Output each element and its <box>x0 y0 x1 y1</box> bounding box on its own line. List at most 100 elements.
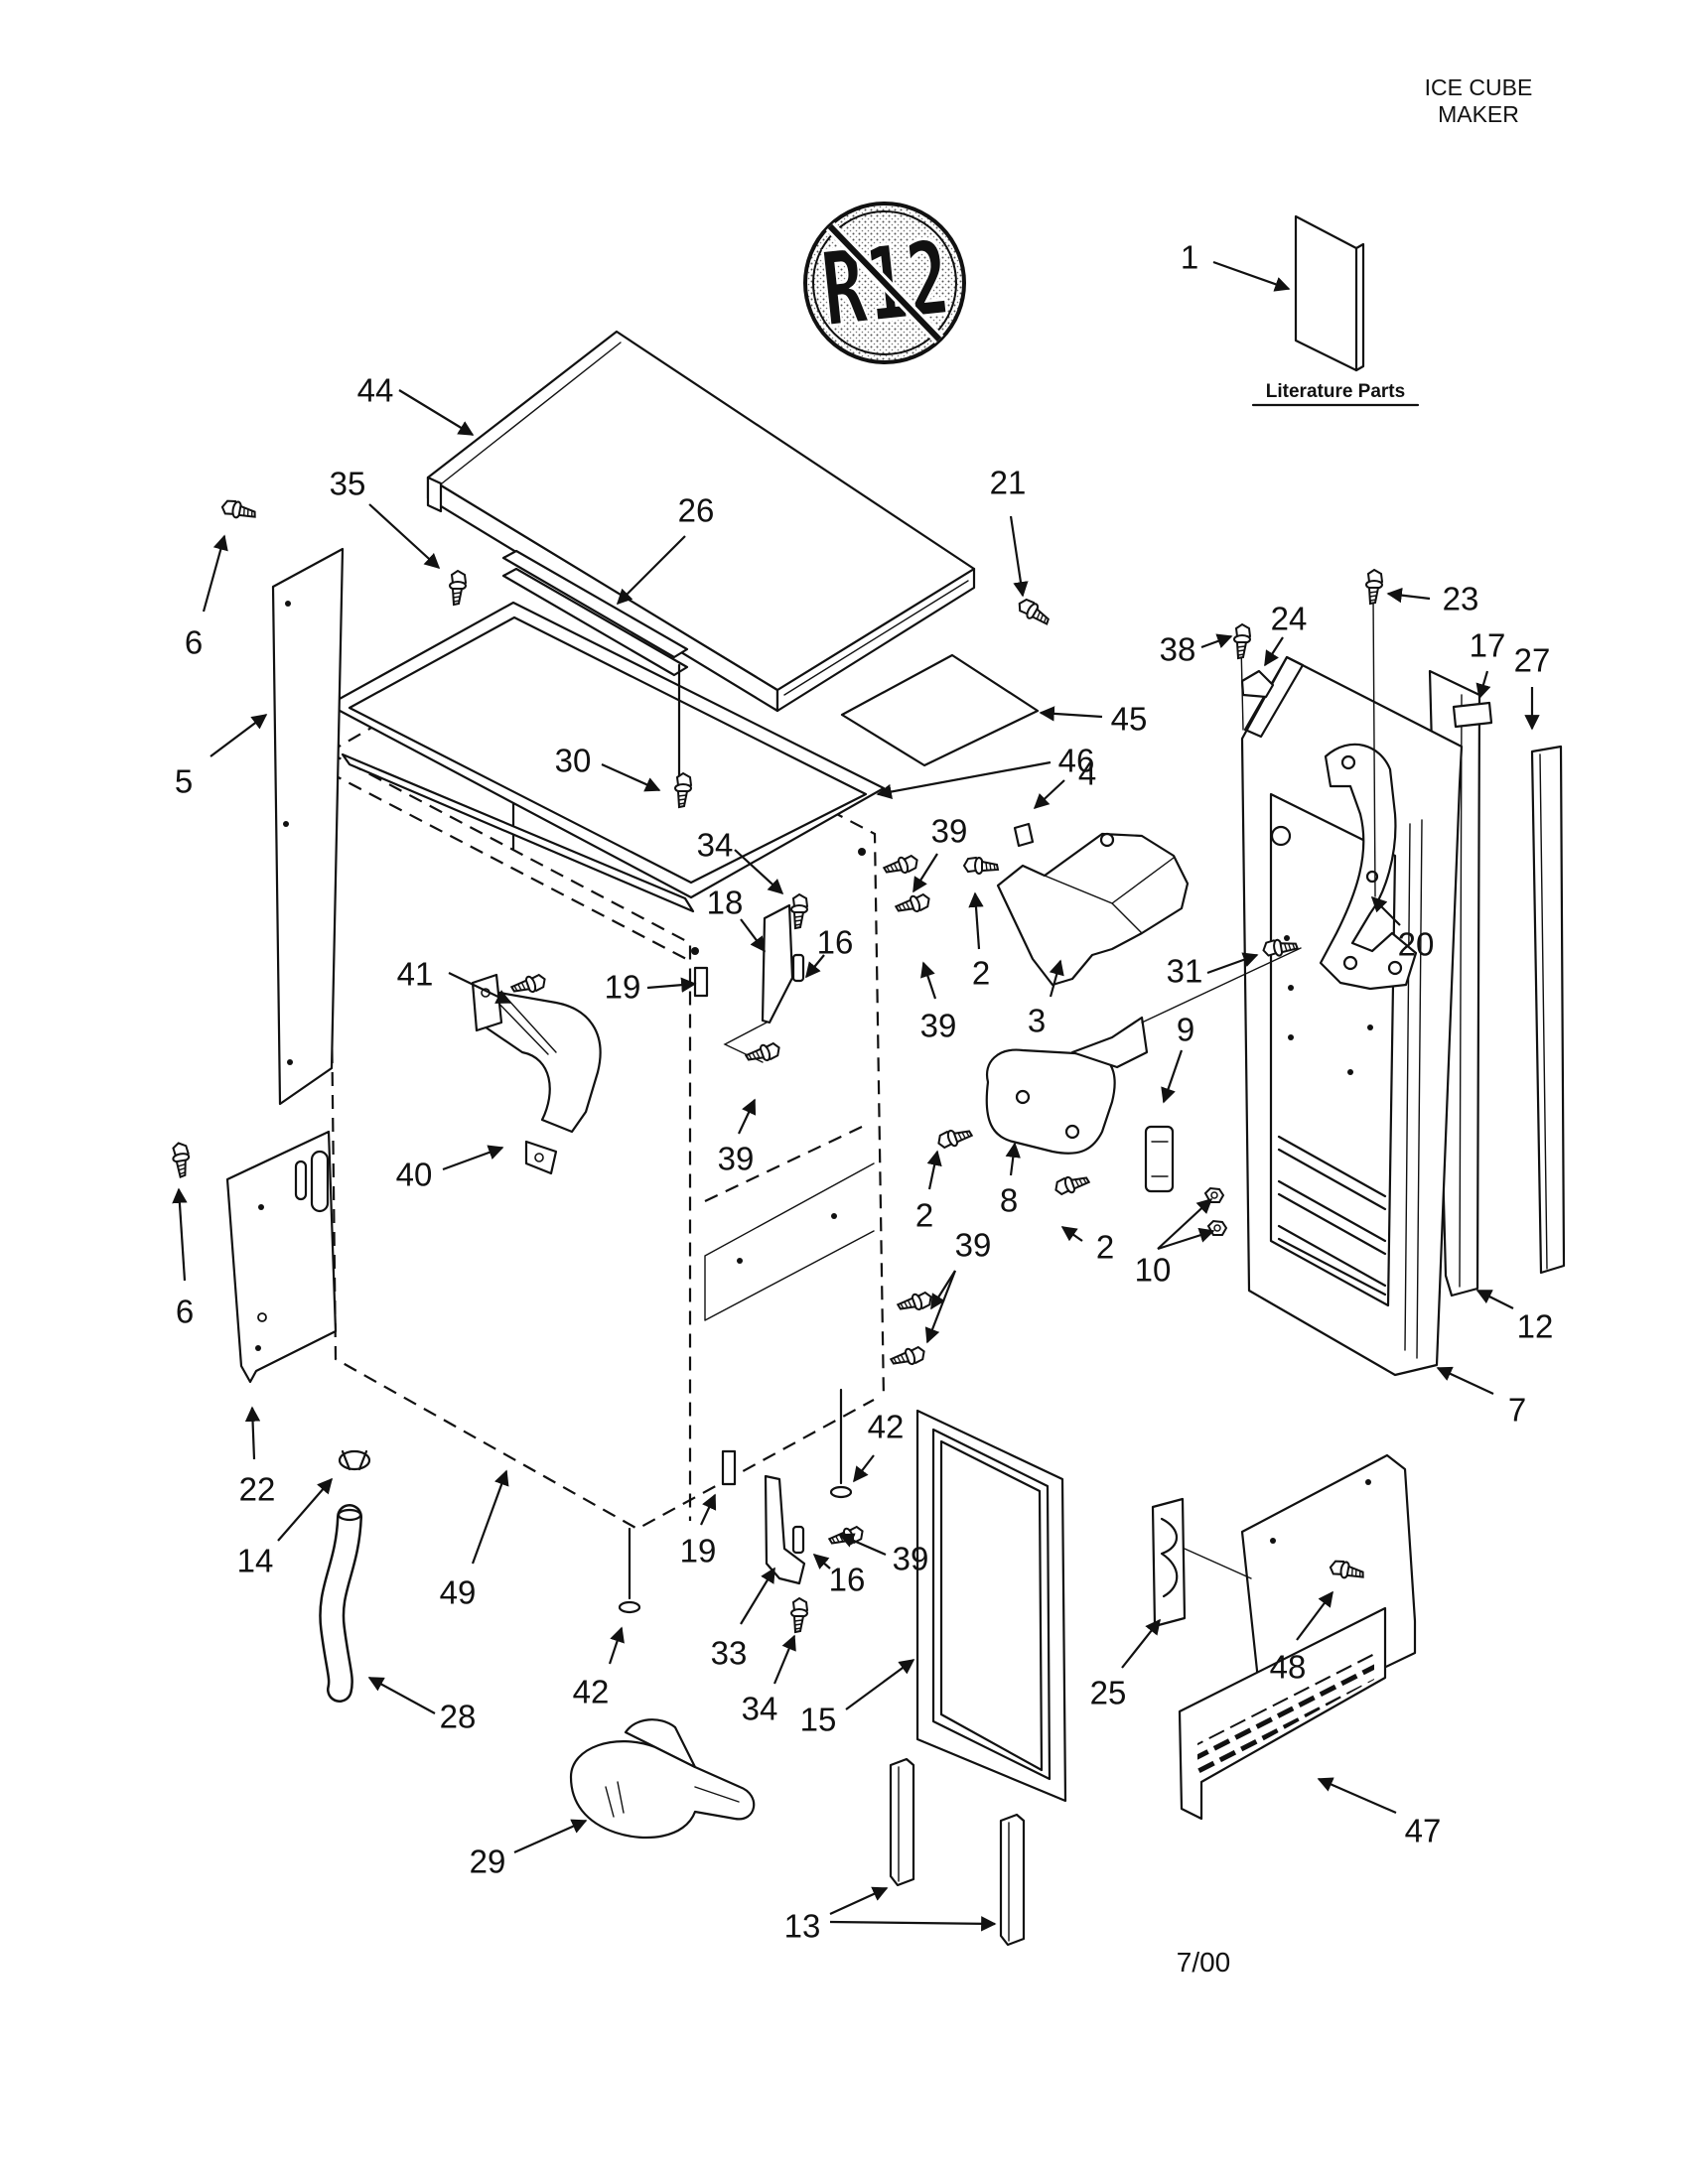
rail-26 <box>501 549 689 786</box>
callout-39: 39 <box>920 961 956 1044</box>
callout-number: 4 <box>1078 755 1096 792</box>
leader-arrow <box>368 503 441 570</box>
screw-21 <box>1014 596 1054 628</box>
leader-arrow <box>1039 706 1103 722</box>
callout-7: 7 <box>1436 1366 1526 1429</box>
callout-number: 1 <box>1181 239 1198 276</box>
bracket-18 <box>723 903 794 1063</box>
leader-arrow <box>912 853 938 893</box>
washer-42-a <box>829 1388 853 1499</box>
screw-39-e <box>888 1342 928 1372</box>
leader-arrow <box>1475 670 1491 700</box>
callout-number: 23 <box>1443 581 1479 617</box>
side-panel-5 <box>271 547 345 1106</box>
leader-arrow <box>845 1659 915 1710</box>
leader-arrow <box>1161 1049 1184 1104</box>
title-line-1: ICE CUBE <box>1425 74 1533 100</box>
callout-number: 44 <box>357 372 394 409</box>
callout-number: 17 <box>1470 627 1506 664</box>
title-line-2: MAKER <box>1438 101 1519 127</box>
callout-39: 39 <box>912 813 967 893</box>
callout-number: 48 <box>1270 1649 1307 1686</box>
leader-arrow <box>1436 1366 1494 1395</box>
callout-34: 34 <box>742 1634 796 1727</box>
callout-27: 27 <box>1514 642 1550 731</box>
callout-15: 15 <box>800 1659 915 1738</box>
callout-9: 9 <box>1161 1012 1194 1104</box>
callout-number: 39 <box>955 1227 992 1264</box>
callout-number: 47 <box>1405 1813 1442 1849</box>
leader-arrow <box>1200 633 1233 649</box>
bracket-13-a <box>889 1757 915 1887</box>
callout-30: 30 <box>555 743 661 792</box>
leader-arrow <box>1212 260 1291 292</box>
leader-arrow <box>1386 587 1431 604</box>
callout-18: 18 <box>707 885 766 953</box>
callout-number: 10 <box>1135 1252 1172 1289</box>
screw-39-b <box>893 889 933 919</box>
screw-2-c <box>1052 1169 1092 1199</box>
callout-6: 6 <box>185 534 228 661</box>
callout-33: 33 <box>711 1567 775 1672</box>
leader-arrow <box>1206 952 1259 975</box>
screw-38-leader <box>1240 644 1244 731</box>
callout-23: 23 <box>1386 581 1479 617</box>
pin-4 <box>1013 822 1035 848</box>
leader-arrow <box>1033 779 1065 810</box>
leader-arrow <box>876 760 1052 800</box>
leader-arrow <box>805 954 825 979</box>
wedge-24 <box>1240 669 1275 699</box>
leader-arrow <box>968 891 984 950</box>
callout-number: 2 <box>915 1197 933 1234</box>
callout-number: 14 <box>237 1543 274 1579</box>
callout-39: 39 <box>838 1533 928 1577</box>
callout-number: 28 <box>440 1699 477 1735</box>
callout-26: 26 <box>616 492 715 606</box>
screw-39-c <box>743 1038 783 1068</box>
callout-10: 10 <box>1135 1197 1215 1289</box>
door-frame-15 <box>915 1409 1067 1803</box>
callout-3: 3 <box>1028 959 1064 1039</box>
callout-35: 35 <box>330 466 441 570</box>
callout-number: 24 <box>1271 601 1308 637</box>
callout-42: 42 <box>853 1409 904 1483</box>
callout-12: 12 <box>1475 1290 1553 1345</box>
leader-arrow <box>700 1493 717 1526</box>
callout-16: 16 <box>805 924 853 979</box>
strip-27 <box>1530 745 1566 1275</box>
callout-number: 42 <box>573 1674 610 1710</box>
leader-arrow <box>1157 1227 1215 1251</box>
callout-20: 20 <box>1370 895 1434 963</box>
bracket-19-b <box>721 1449 737 1486</box>
callout-number: 3 <box>1028 1003 1046 1039</box>
callout-8: 8 <box>1000 1142 1021 1219</box>
callout-13: 13 <box>784 1886 997 1945</box>
leader-arrow <box>442 1145 504 1171</box>
callout-number: 5 <box>175 763 193 800</box>
leader-arrow <box>930 1270 956 1310</box>
callout-number: 9 <box>1177 1012 1194 1048</box>
callout-39: 39 <box>718 1098 757 1177</box>
screw-41 <box>508 970 549 1000</box>
callout-number: 26 <box>678 492 715 529</box>
callout-number: 13 <box>784 1908 821 1945</box>
callout-31: 31 <box>1167 952 1259 990</box>
literature-parts: Literature Parts <box>1251 214 1420 407</box>
leader-arrow <box>513 1819 588 1854</box>
callout-34: 34 <box>697 827 784 895</box>
panel-22 <box>225 1130 338 1384</box>
screw-2-b <box>934 1123 975 1153</box>
leader-arrow <box>616 535 686 606</box>
callout-16: 16 <box>812 1553 865 1598</box>
tag-17 <box>1452 701 1493 729</box>
callout-14: 14 <box>237 1477 334 1579</box>
leader-arrow <box>601 762 661 792</box>
leader-arrow <box>646 977 697 993</box>
washer-42-b <box>618 1527 641 1614</box>
bracket-25 <box>1151 1497 1252 1628</box>
callout-42: 42 <box>573 1626 625 1710</box>
leader-arrow <box>1121 1618 1161 1669</box>
leader-arrow <box>210 714 268 757</box>
spacer-16-b <box>791 1525 805 1555</box>
